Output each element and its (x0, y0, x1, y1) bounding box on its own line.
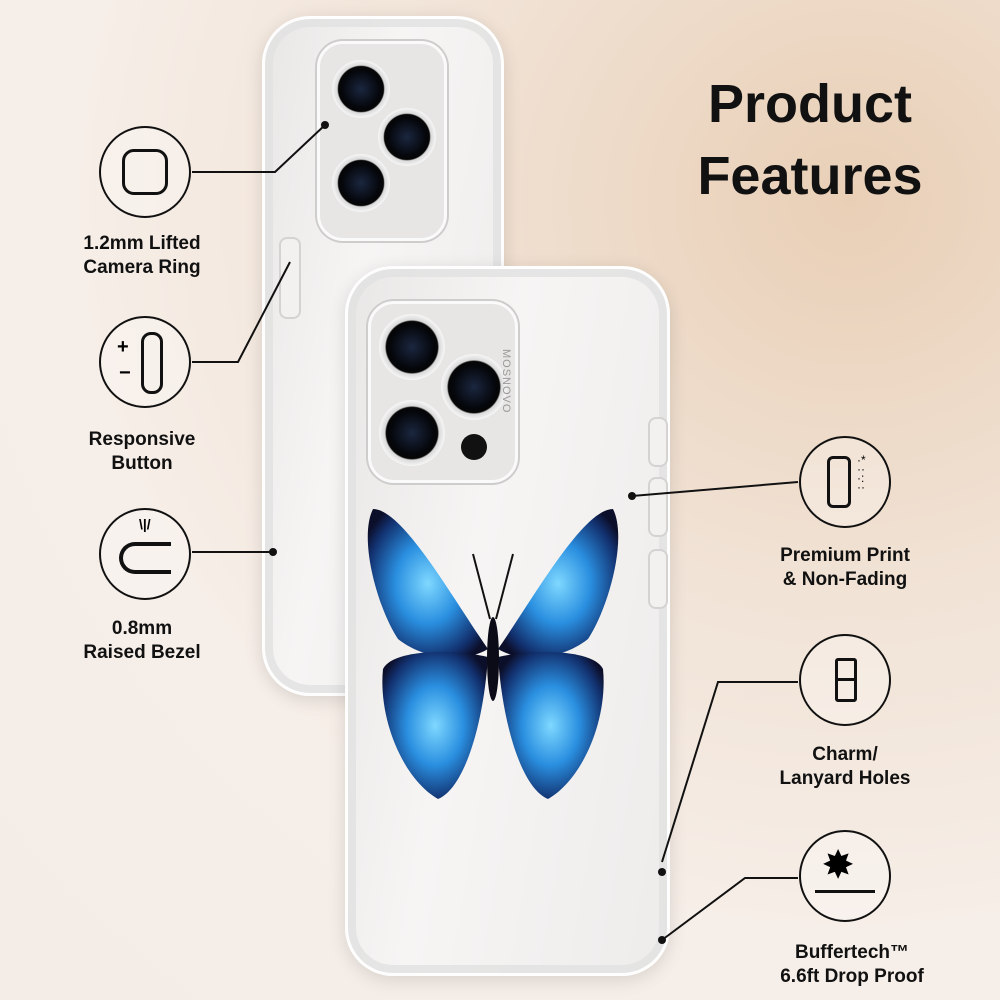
print-phone-icon: ·*···:·· (799, 436, 891, 528)
responsive-button-icon: + − (99, 316, 191, 408)
lanyard-holes-icon (799, 634, 891, 726)
camera-ring-icon (99, 126, 191, 218)
front-phone-case: MOSNOVO (345, 266, 670, 976)
brand-text: MOSNOVO (500, 349, 512, 414)
raised-bezel-icon: \|/ (99, 508, 191, 600)
drop-proof-icon: ✸ (799, 830, 891, 922)
feature-premium-print-label: Premium Print& Non-Fading (780, 545, 910, 590)
feature-lanyard-holes-label: Charm/Lanyard Holes (779, 744, 911, 789)
camera-module (317, 41, 447, 241)
butterfly-print (367, 509, 619, 799)
camera-module (368, 301, 518, 483)
